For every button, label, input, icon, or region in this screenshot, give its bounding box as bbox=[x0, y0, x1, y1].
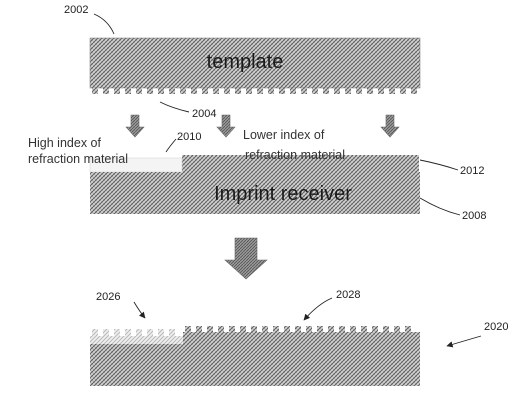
tooth bbox=[290, 88, 296, 94]
tooth bbox=[284, 326, 290, 332]
template-block: template bbox=[89, 37, 421, 94]
imprint-receiver-block: Imprint receiver bbox=[89, 155, 420, 214]
tooth bbox=[103, 88, 109, 94]
ref-2028: 2028 bbox=[336, 289, 360, 301]
ref-2008: 2008 bbox=[462, 210, 486, 222]
tooth bbox=[169, 329, 175, 336]
leader-lines bbox=[93, 13, 482, 348]
result-substrate bbox=[90, 344, 420, 386]
tooth bbox=[185, 326, 191, 332]
tooth bbox=[268, 88, 274, 94]
tooth bbox=[169, 88, 175, 94]
ref-2012: 2012 bbox=[460, 165, 484, 177]
down-arrow-icon bbox=[216, 114, 236, 138]
tooth bbox=[147, 88, 153, 94]
tooth bbox=[92, 88, 98, 94]
tooth bbox=[191, 88, 197, 94]
tooth bbox=[378, 88, 384, 94]
receiver-body bbox=[90, 172, 420, 214]
tooth bbox=[147, 329, 153, 336]
tooth bbox=[196, 326, 202, 332]
down-arrow-icon bbox=[125, 114, 145, 138]
template-label: template bbox=[207, 51, 284, 73]
tooth bbox=[295, 326, 301, 332]
tooth bbox=[400, 88, 406, 94]
tooth bbox=[136, 88, 142, 94]
template-body bbox=[89, 37, 421, 89]
lower-index-layer bbox=[182, 155, 419, 172]
result-structure bbox=[90, 326, 420, 386]
tooth bbox=[251, 326, 257, 332]
tooth bbox=[306, 326, 312, 332]
leader-2010 bbox=[165, 138, 177, 153]
tooth bbox=[180, 88, 186, 94]
tooth bbox=[257, 88, 263, 94]
high-index-label-line1: High index of bbox=[28, 136, 101, 150]
tooth bbox=[345, 88, 351, 94]
leader-2008 bbox=[419, 197, 461, 216]
tooth bbox=[92, 329, 98, 336]
tooth bbox=[383, 326, 389, 332]
tooth bbox=[235, 88, 241, 94]
leader-2020 bbox=[446, 335, 482, 348]
tooth bbox=[367, 88, 373, 94]
tooth bbox=[350, 326, 356, 332]
tooth bbox=[361, 326, 367, 332]
high-index-label-line2: refraction material bbox=[28, 152, 128, 166]
ref-2004: 2004 bbox=[192, 108, 216, 120]
tooth bbox=[339, 326, 345, 332]
tooth bbox=[356, 88, 362, 94]
tooth bbox=[114, 88, 120, 94]
tooth bbox=[317, 326, 323, 332]
result-high-index-layer bbox=[90, 336, 183, 344]
result-light-teeth bbox=[92, 329, 175, 336]
tooth bbox=[114, 329, 120, 336]
result-lower-index-layer bbox=[183, 332, 420, 344]
leader-2028 bbox=[303, 297, 333, 321]
lower-index-label-line1: Lower index of bbox=[243, 128, 325, 142]
ref-2010: 2010 bbox=[177, 131, 201, 143]
result-dark-teeth bbox=[185, 326, 411, 332]
receiver-label: Imprint receiver bbox=[214, 183, 352, 205]
tooth bbox=[213, 88, 219, 94]
ref-2002: 2002 bbox=[64, 4, 88, 16]
tooth bbox=[323, 88, 329, 94]
tooth bbox=[246, 88, 252, 94]
large-down-arrow-icon bbox=[224, 237, 268, 280]
ref-2026: 2026 bbox=[96, 291, 120, 303]
tooth bbox=[240, 326, 246, 332]
tooth bbox=[125, 329, 131, 336]
tooth bbox=[218, 326, 224, 332]
tooth bbox=[229, 326, 235, 332]
tooth bbox=[207, 326, 213, 332]
leader-2026 bbox=[133, 301, 146, 319]
leader-2002 bbox=[93, 13, 115, 35]
tooth bbox=[411, 88, 417, 94]
tooth bbox=[262, 326, 268, 332]
tooth bbox=[394, 326, 400, 332]
tooth bbox=[202, 88, 208, 94]
tooth bbox=[279, 88, 285, 94]
leader-2004 bbox=[159, 101, 190, 113]
tooth bbox=[273, 326, 279, 332]
tooth bbox=[158, 88, 164, 94]
tooth bbox=[224, 88, 230, 94]
tooth bbox=[389, 88, 395, 94]
tooth bbox=[103, 329, 109, 336]
tooth bbox=[136, 329, 142, 336]
leader-2012 bbox=[419, 159, 459, 171]
tooth bbox=[312, 88, 318, 94]
tooth bbox=[125, 88, 131, 94]
tooth bbox=[158, 329, 164, 336]
tooth bbox=[301, 88, 307, 94]
tooth bbox=[334, 88, 340, 94]
down-arrow-icon bbox=[380, 114, 400, 138]
tooth bbox=[372, 326, 378, 332]
tooth bbox=[328, 326, 334, 332]
ref-2020: 2020 bbox=[484, 321, 508, 333]
tooth bbox=[405, 326, 411, 332]
template-teeth bbox=[92, 88, 417, 94]
lower-index-label-line2: refraction material bbox=[245, 148, 345, 162]
